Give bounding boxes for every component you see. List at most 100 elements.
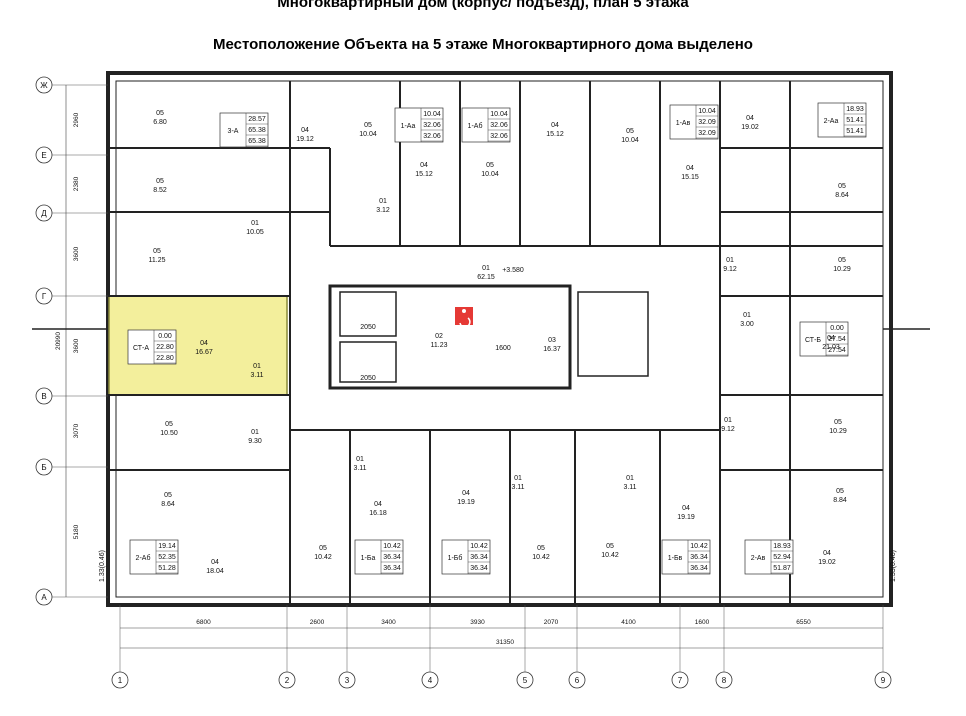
grid-row-label: Б [41, 463, 46, 472]
apartment-area: 22.80 [156, 355, 174, 362]
room-area: 16.18 [369, 510, 387, 517]
apartment-area: 51.41 [846, 117, 864, 124]
apartment-area: 27.54 [828, 336, 846, 343]
room-area: 9.12 [723, 266, 737, 273]
col-dimension: 6550 [796, 619, 811, 626]
room-area: 15.12 [546, 131, 564, 138]
row-dimension: 2960 [73, 112, 80, 127]
apartment-area: 52.35 [158, 554, 176, 561]
elevator-dim: 2050 [360, 324, 376, 331]
apartment-area: 10.42 [383, 543, 401, 550]
apartment-number: 1-Бб [448, 554, 463, 562]
row-dimension: 3600 [73, 246, 80, 261]
partition-walls [108, 81, 883, 605]
apartment-tag-box [461, 107, 511, 143]
room-code: 05 [537, 545, 545, 552]
grid-col-label: 1 [118, 676, 123, 685]
col-dimension: 6800 [196, 619, 211, 626]
apartment-tag-box [799, 321, 849, 357]
grid-row-label: Е [41, 151, 46, 160]
room-area: 3.00 [740, 321, 754, 328]
apartment-number: 1-Ав [676, 120, 691, 127]
apartment-area: 18.93 [773, 543, 791, 550]
room-code: 05 [165, 421, 173, 428]
room-code: 05 [156, 178, 164, 185]
room-area: 10.42 [601, 552, 619, 559]
room-area: 3.11 [353, 465, 366, 472]
room-code: 01 [482, 265, 490, 272]
apartment-area: 36.34 [690, 554, 708, 561]
grid-row-label: Г [42, 292, 47, 301]
room-code: 04 [420, 162, 428, 169]
room-code: 04 [374, 501, 382, 508]
room-code: 05 [364, 122, 372, 129]
room-area: 10.04 [481, 171, 499, 178]
grid-row-label: В [41, 392, 46, 401]
row-dimension: 3600 [73, 338, 80, 353]
apartment-number: 2-Аа [824, 118, 839, 125]
room-code: 05 [164, 492, 172, 499]
col-dimension: 3400 [381, 619, 396, 626]
room-code: 01 [251, 220, 259, 227]
apartment-number: СТ-Б [805, 337, 821, 344]
apartment-area: 18.93 [846, 106, 864, 113]
room-code: 01 [253, 363, 261, 370]
room-code: 04 [200, 340, 208, 347]
apartment-tag-box [661, 539, 711, 575]
apartment-area: 36.34 [383, 554, 401, 561]
col-dimension: 1600 [695, 619, 710, 626]
grid-col-label: 6 [575, 676, 580, 685]
apartment-area: 51.87 [773, 565, 791, 572]
apartment-area: 10.04 [423, 111, 441, 118]
grid-col-label: 7 [678, 676, 683, 685]
col-dimension: 4100 [621, 619, 636, 626]
room-code: 05 [156, 110, 164, 117]
apartment-area: 19.14 [158, 543, 176, 550]
outer-wall [106, 71, 893, 607]
room-code: 01 [724, 417, 732, 424]
apartment-tag-box [394, 107, 444, 143]
apartment-area: 10.04 [490, 111, 508, 118]
room-code: 04 [211, 559, 219, 566]
room-area: 3.11 [623, 484, 636, 491]
room-area: 10.29 [829, 428, 847, 435]
room-code: 03 [548, 337, 556, 344]
apartment-area: 10.42 [470, 543, 488, 550]
room-area: 9.12 [721, 426, 735, 433]
room-code: 01 [514, 475, 522, 482]
room-code: 04 [746, 115, 754, 122]
apartment-area: 32.09 [698, 119, 716, 126]
apartment-tags: 3-А28.5765.3865.381-Аа10.0432.0632.061-А… [127, 102, 867, 575]
room-code: 05 [838, 257, 846, 264]
apartment-tag-box [129, 539, 179, 575]
room-area: 15.12 [415, 171, 433, 178]
room-area: 10.29 [833, 266, 851, 273]
room-code: 04 [301, 127, 309, 134]
room-code: 04 [823, 550, 831, 557]
room-area: 19.19 [677, 514, 695, 521]
apartment-tag-box [744, 539, 794, 575]
corridor-dim: 1600 [495, 345, 511, 352]
apartment-area: 36.34 [383, 565, 401, 572]
room-area: 21.03 [822, 344, 840, 351]
apartment-area: 51.28 [158, 565, 176, 572]
apartment-area: 10.42 [690, 543, 708, 550]
room-code: 04 [686, 165, 694, 172]
room-labels: 056.800419.120510.040415.120510.040415.1… [149, 110, 851, 575]
overall-height: 20990 [55, 332, 62, 350]
apartment-tag-box [669, 104, 719, 140]
room-code: 05 [319, 545, 327, 552]
core-outline [328, 284, 572, 390]
room-code: 01 [356, 456, 364, 463]
apartment-tag-box [354, 539, 404, 575]
grid-row-label: А [41, 593, 47, 602]
grid-col-label: 2 [285, 676, 290, 685]
room-area: 19.12 [296, 136, 314, 143]
room-area: 3.11 [250, 372, 263, 379]
room-area: 11.23 [431, 342, 448, 349]
col-dimension: 3930 [470, 619, 485, 626]
room-code: 04 [682, 505, 690, 512]
room-area: 19.02 [741, 124, 759, 131]
room-code: 04 [551, 122, 559, 129]
